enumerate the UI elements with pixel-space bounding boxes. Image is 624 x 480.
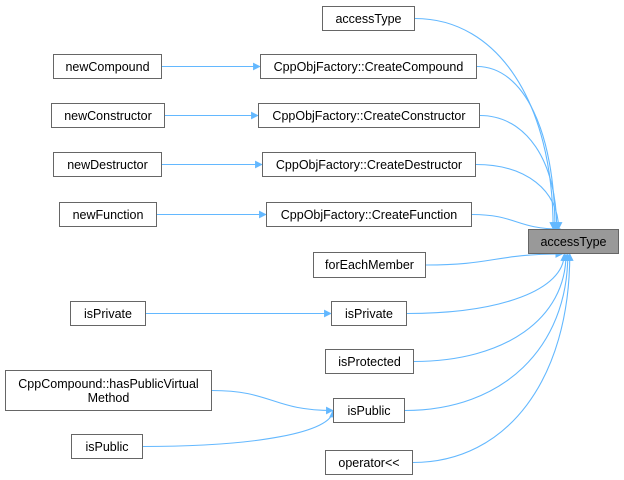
node-new-destructor[interactable]: newDestructor [53, 152, 162, 177]
edge-hasPublicVirtualMethod-to-isPublicMid [211, 389, 334, 415]
edge-createCompound-to-target [476, 65, 559, 230]
edge-createDestructor-to-target [475, 163, 563, 230]
node-is-private[interactable]: isPrivate [331, 301, 407, 326]
node-create-compound[interactable]: CppObjFactory::CreateCompound [260, 54, 477, 79]
node-create-constructor[interactable]: CppObjFactory::CreateConstructor [258, 103, 480, 128]
edge-callerAccessType-to-target [414, 17, 557, 230]
edge-operatorShift-to-target [412, 253, 574, 464]
node-is-private-left[interactable]: isPrivate [70, 301, 146, 326]
node-new-compound[interactable]: newCompound [53, 54, 162, 79]
node-is-public-left[interactable]: isPublic [71, 434, 143, 459]
edge-forEachMember-to-target [425, 250, 564, 266]
node-new-constructor[interactable]: newConstructor [51, 103, 165, 128]
edge-isPrivateMid-to-target [406, 253, 569, 315]
node-operator-shift[interactable]: operator<< [325, 450, 413, 475]
node-new-function[interactable]: newFunction [59, 202, 157, 227]
node-create-function[interactable]: CppObjFactory::CreateFunction [266, 202, 472, 227]
node-has-public-virtual-method[interactable]: CppCompound::hasPublicVirtual Method [5, 370, 212, 411]
node-access-type-target[interactable]: accessType [528, 229, 619, 254]
edge-createFunction-to-target [471, 213, 562, 233]
node-is-public[interactable]: isPublic [333, 398, 405, 423]
node-access-type-caller[interactable]: accessType [322, 6, 415, 31]
edge-isProtected-to-target [413, 253, 570, 363]
edge-isPublicMid-to-target [404, 253, 572, 412]
node-is-protected[interactable]: isProtected [325, 349, 414, 374]
edge-isPublicLeft-to-isPublicMid [142, 409, 337, 448]
edge-createConstructor-to-target [479, 114, 561, 230]
node-for-each-member[interactable]: forEachMember [313, 252, 426, 278]
node-create-destructor[interactable]: CppObjFactory::CreateDestructor [262, 152, 476, 177]
